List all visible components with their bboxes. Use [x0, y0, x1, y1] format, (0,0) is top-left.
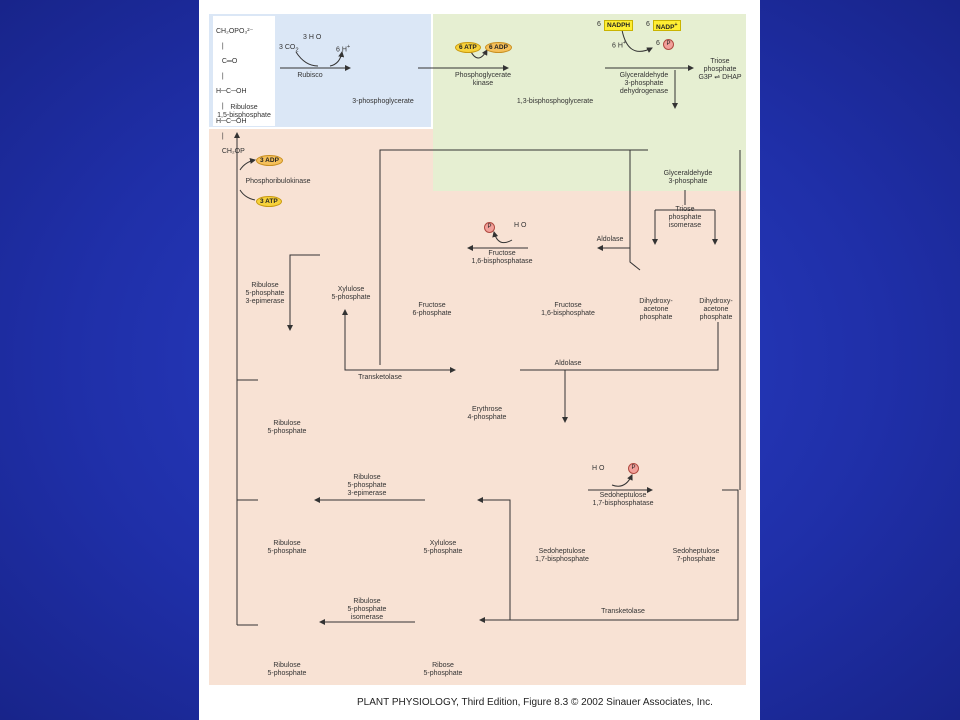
label-ribose5p: Ribose 5-phosphate — [423, 662, 463, 677]
arrow-prk-adp — [239, 158, 256, 171]
label-triose: Triose phosphate G3P ⇌ DHAP — [698, 58, 742, 81]
arrow-transketolase-xu5p2 — [477, 497, 511, 620]
label-xu5p-mid: Xylulose 5-phosphate — [423, 540, 463, 555]
cofactor-h2o-fbp: H O — [514, 222, 527, 229]
cofactor-nadp-count: 6 — [646, 21, 650, 28]
cofactor-co2: 3 CO2 — [279, 44, 299, 54]
arrow-h-out — [329, 51, 345, 67]
figure-caption: PLANT PHYSIOLOGY, Third Edition, Figure … — [357, 697, 713, 708]
label-bpg: 1,3-bisphosphoglycerate — [516, 98, 594, 105]
enzyme-transketolase-2: Transketolase — [601, 608, 645, 615]
nadp-badge: NADP+ — [653, 20, 681, 31]
cofactor-nadph-count: 6 — [597, 21, 601, 28]
figure-panel — [199, 0, 760, 720]
cofactor-hplus: 6 H+ — [336, 44, 351, 54]
enzyme-isomerase: Ribulose 5-phosphate isomerase — [347, 598, 387, 621]
arrow-g3p-transketolase — [379, 149, 648, 365]
enzyme-transketolase-1: Transketolase — [358, 374, 402, 381]
label-pga: 3-phosphoglycerate — [352, 98, 414, 105]
arrow-co2-in — [295, 51, 319, 67]
enzyme-pgk: Phosphoglycerate kinase — [454, 72, 512, 87]
adp-badge-pgk: 6 ADP — [485, 42, 512, 53]
enzyme-epimerase-2: Ribulose 5-phosphate 3-epimerase — [347, 474, 387, 497]
arrow-s7p-transketolase — [479, 489, 739, 623]
arrow-transketolase-xu5p — [342, 309, 380, 371]
regeneration-zone — [209, 129, 746, 685]
green-zone-extension — [433, 129, 746, 191]
enzyme-fbpase: Fructose 1,6-bisphosphatase — [471, 250, 533, 265]
enzyme-prk: Phosphoribulokinase — [245, 178, 311, 185]
label-rubp: Ribulose 1,5-bisphosphate — [217, 104, 271, 119]
cofactor-h2o: 3 H O — [303, 34, 322, 41]
enzyme-tpi: Triose phosphate isomerase — [668, 206, 702, 229]
enzyme-aldolase-2: Aldolase — [554, 360, 582, 367]
arrow-prk-atp — [239, 189, 256, 201]
label-e4p: Erythrose 4-phosphate — [467, 406, 507, 421]
enzyme-epimerase-1: Ribulose 5-phosphate 3-epimerase — [245, 282, 285, 305]
enzyme-gapdh: Glyceraldehyde 3-phosphate dehydrogenase — [619, 72, 669, 95]
label-f6p: Fructose 6-phosphate — [412, 302, 452, 317]
enzyme-aldolase-1: Aldolase — [596, 236, 624, 243]
cofactor-h2o-sbp: H O — [592, 465, 605, 472]
label-fbp: Fructose 1,6-bisphosphate — [541, 302, 595, 317]
label-ru5p-mid: Ribulose 5-phosphate — [267, 540, 307, 555]
arrow-sbpase-pi — [611, 474, 633, 487]
atp-badge-prk: 3 ATP — [256, 196, 282, 207]
label-s7p: Sedoheptulose 7-phosphate — [672, 548, 720, 563]
label-ru5p-bot: Ribulose 5-phosphate — [267, 662, 307, 677]
phosphate-icon-fbp: P — [484, 222, 495, 233]
label-sbp: Sedoheptulose 1,7-bisphosphate — [535, 548, 589, 563]
cofactor-pi6: 6 — [656, 40, 660, 47]
rubp-box — [213, 16, 275, 126]
cofactor-h6: 6 H+ — [612, 40, 627, 50]
arrow-dhap-aldolase — [520, 322, 719, 371]
label-dhap-1: Dihydroxy- acetone phosphate — [639, 298, 673, 321]
enzyme-sbpase: Sedoheptulose 1,7-bisphosphatase — [592, 492, 654, 507]
phosphate-icon: P — [663, 39, 674, 50]
label-dhap-2: Dihydroxy- acetone phosphate — [699, 298, 733, 321]
adp-badge-prk: 3 ADP — [256, 155, 283, 166]
arrow-fbpase-pi — [492, 231, 513, 244]
atp-badge-pgk: 6 ATP — [455, 42, 481, 53]
label-g3p: Glyceraldehyde 3-phosphate — [663, 170, 713, 185]
nadph-badge: NADPH — [604, 20, 634, 31]
enzyme-rubisco: Rubisco — [297, 72, 323, 79]
arrow-xu5p-epimerase — [287, 254, 320, 331]
label-xu5p-top: Xylulose 5-phosphate — [331, 286, 371, 301]
phosphate-icon-sbp: P — [628, 463, 639, 474]
structure-rubp: CH₂OPO₃²⁻ | C═O | H─C─OH | H─C─OH | CH₂O… — [216, 28, 254, 155]
label-r5p-top: Ribulose 5-phosphate — [267, 420, 307, 435]
arrow-g3p-aldolase — [629, 149, 648, 271]
arrow-nadph — [621, 29, 653, 53]
